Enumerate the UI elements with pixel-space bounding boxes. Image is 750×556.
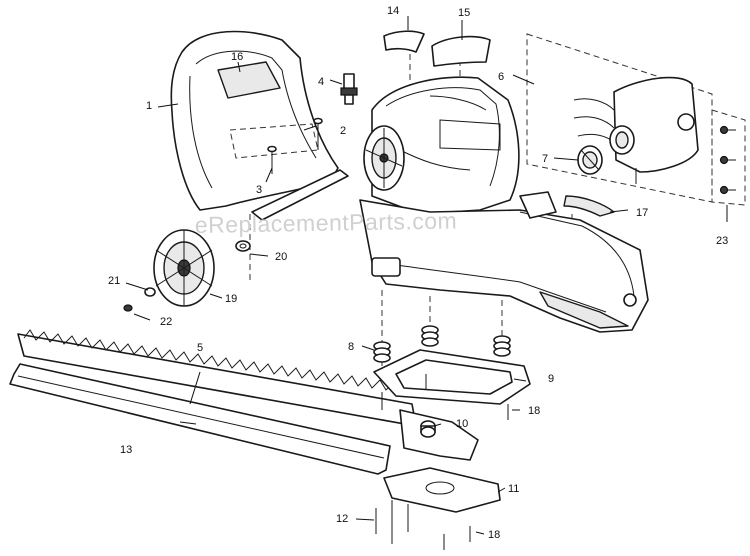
callout-20: 20 [275,251,287,263]
rear-handle-cover [170,30,349,221]
springs-8 [373,325,511,363]
callout-15: 15 [458,7,470,19]
label-16 [217,61,281,99]
watermark-text: eReplacementParts.com [195,207,458,238]
engine-housing [359,76,649,333]
screw-22 [123,304,133,312]
callout-18-b: 18 [488,529,500,541]
callout-12: 12 [336,513,348,525]
callout-17: 17 [636,207,648,219]
callout-22: 22 [160,316,172,328]
screws-23 [719,125,736,195]
spark-plug [340,73,358,105]
blade-guard-13 [9,363,391,475]
blade-gearbox-end [399,409,479,461]
callout-13: 13 [120,444,132,456]
callout-18-a: 18 [528,405,540,417]
decal-17 [563,195,615,217]
air-filter-assembly [573,76,699,184]
gear-plate-11 [383,467,501,513]
leader-lines [125,16,728,535]
callout-1: 1 [146,100,152,112]
callout-16: 16 [231,51,243,63]
washer-20 [235,240,251,252]
bushing-10 [420,420,436,438]
callout-labels: 1 2 3 4 5 6 7 8 9 10 11 12 13 14 15 16 1… [108,5,728,541]
callout-5: 5 [197,342,203,354]
callout-9: 9 [548,373,554,385]
callout-7: 7 [542,153,548,165]
recoil-starter [363,125,405,191]
callout-2: 2 [340,125,346,137]
fan-19 [153,229,215,307]
bolts-12 [375,500,409,544]
plate-9 [373,349,531,405]
screw-3 [267,145,277,174]
primer-bulb [577,145,603,175]
callout-4: 4 [318,76,324,88]
callout-21: 21 [108,275,120,287]
callout-23: 23 [716,235,728,247]
callout-14: 14 [387,5,399,17]
shroud-14 [383,30,425,53]
callout-11: 11 [508,483,519,495]
screw-2 [313,117,323,150]
callout-10: 10 [456,418,468,430]
callout-8: 8 [348,341,354,353]
callout-6: 6 [498,71,504,83]
screw-group-box-23 [711,109,746,206]
callout-19: 19 [225,293,237,305]
callout-3: 3 [256,184,262,196]
screws-18 [381,374,509,550]
top-cover-15 [431,35,491,67]
